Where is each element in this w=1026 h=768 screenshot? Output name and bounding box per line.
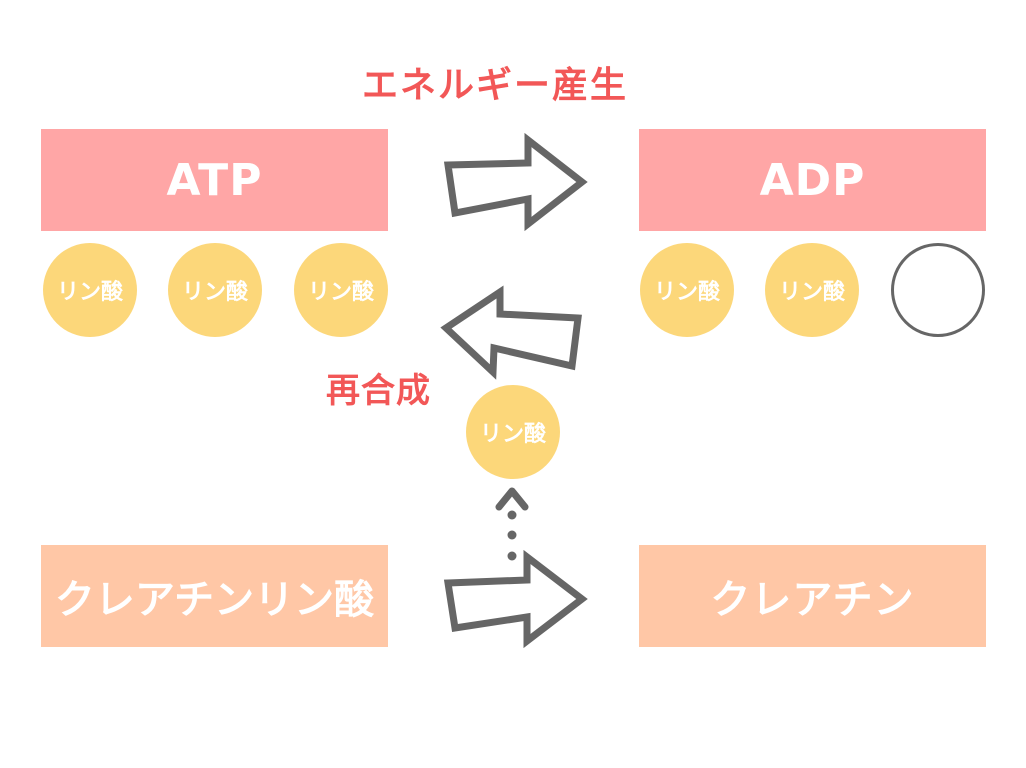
- adp-box: ADP: [639, 129, 986, 231]
- adp-phosphate-2: リン酸: [765, 243, 859, 337]
- creatine-box: クレアチン: [639, 545, 986, 647]
- atp-phosphate-3: リン酸: [294, 243, 388, 337]
- creatine-phosphate-box: クレアチンリン酸: [41, 545, 388, 647]
- energy-production-label: エネルギー産生: [362, 65, 629, 106]
- atp-phosphate-1: リン酸: [43, 243, 137, 337]
- adp-phosphate-1: リン酸: [640, 243, 734, 337]
- adp-empty-phosphate-slot: [891, 243, 985, 337]
- free-phosphate: リン酸: [466, 385, 560, 479]
- dotted-arrow-up-icon: [495, 487, 529, 561]
- arrow-right-icon: [443, 132, 588, 232]
- atp-box: ATP: [41, 129, 388, 231]
- arrow-left-icon: [440, 285, 582, 380]
- atp-phosphate-2: リン酸: [168, 243, 262, 337]
- arrow-right-icon: [443, 549, 588, 649]
- resynthesis-label: 再合成: [326, 371, 431, 411]
